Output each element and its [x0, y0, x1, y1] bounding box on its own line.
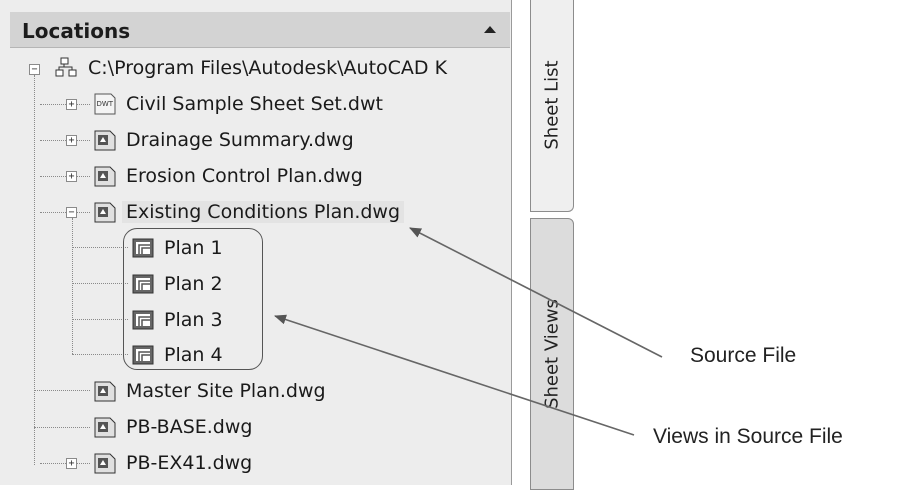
- view-icon: [130, 307, 156, 333]
- view-label: Plan 2: [164, 273, 223, 295]
- tree-connector: [72, 247, 128, 248]
- view-item-plan-2[interactable]: Plan 2: [130, 268, 223, 300]
- tree-item-label: C:\Program Files\Autodesk\AutoCAD K: [88, 57, 448, 79]
- tree-item-label: PB-EX41.dwg: [126, 452, 253, 474]
- expand-toggle[interactable]: +: [66, 99, 77, 110]
- tree-item-civil-sample-sheet-set[interactable]: DWT Civil Sample Sheet Set.dwt: [92, 88, 383, 120]
- tree-connector: [40, 104, 90, 105]
- tree-connector: [72, 319, 128, 320]
- view-icon: [130, 235, 156, 261]
- tab-sheet-views[interactable]: Sheet Views: [530, 218, 574, 490]
- dwg-file-icon: [92, 450, 118, 476]
- tree-item-label: Master Site Plan.dwg: [126, 380, 326, 402]
- expand-toggle[interactable]: +: [66, 458, 77, 469]
- tree-connector: [34, 427, 90, 428]
- tree-connector: [40, 212, 90, 213]
- dwg-file-icon: [92, 163, 118, 189]
- tab-label: Sheet Views: [541, 299, 563, 409]
- tree-connector: [34, 75, 35, 465]
- tree-item-existing-conditions-plan[interactable]: Existing Conditions Plan.dwg: [92, 196, 405, 228]
- tree-item-erosion-control-plan[interactable]: Erosion Control Plan.dwg: [92, 160, 363, 192]
- view-icon: [130, 342, 156, 368]
- sheet-set-manager-palette: Locations − + + + − + C:\Program Files\A…: [0, 0, 512, 485]
- view-item-plan-4[interactable]: Plan 4: [130, 339, 223, 371]
- dwg-file-icon: [92, 378, 118, 404]
- dwt-file-icon: DWT: [92, 91, 118, 117]
- tree-item-label: PB-BASE.dwg: [126, 416, 253, 438]
- view-icon: [130, 271, 156, 297]
- svg-text:DWT: DWT: [97, 100, 114, 108]
- palette-side-tabs: Sheet List Sheet Views: [530, 0, 574, 490]
- tree-item-drainage-summary[interactable]: Drainage Summary.dwg: [92, 124, 354, 156]
- tree-connector: [40, 176, 90, 177]
- dwg-file-icon: [92, 127, 118, 153]
- views-highlight-outline: [123, 228, 263, 370]
- view-label: Plan 4: [164, 344, 223, 366]
- tree-connector: [40, 463, 90, 464]
- tree-root-folder[interactable]: C:\Program Files\Autodesk\AutoCAD K: [54, 52, 447, 84]
- callout-source-file: Source File: [690, 344, 797, 367]
- tree-item-pb-base[interactable]: PB-BASE.dwg: [92, 411, 252, 443]
- tree-connector: [72, 218, 73, 354]
- tree-item-label: Drainage Summary.dwg: [126, 129, 354, 151]
- tree-connector: [40, 140, 90, 141]
- expand-toggle[interactable]: +: [66, 171, 77, 182]
- view-item-plan-3[interactable]: Plan 3: [130, 304, 223, 336]
- callout-views-in-source-file: Views in Source File: [653, 425, 843, 448]
- tree-item-label: Civil Sample Sheet Set.dwt: [126, 93, 383, 115]
- expand-toggle[interactable]: +: [66, 135, 77, 146]
- view-label: Plan 1: [164, 237, 223, 259]
- tree-connector: [72, 354, 128, 355]
- tree-connector: [72, 283, 128, 284]
- tree-item-label: Erosion Control Plan.dwg: [126, 165, 363, 187]
- tab-label: Sheet List: [541, 59, 563, 150]
- locations-header[interactable]: Locations: [10, 12, 510, 48]
- locations-title: Locations: [22, 19, 131, 43]
- dwg-file-icon: [92, 199, 118, 225]
- tree-item-master-site-plan[interactable]: Master Site Plan.dwg: [92, 375, 326, 407]
- tree-item-pb-ex41[interactable]: PB-EX41.dwg: [92, 447, 252, 479]
- collapse-toggle[interactable]: −: [66, 207, 77, 218]
- tab-sheet-list[interactable]: Sheet List: [530, 0, 574, 212]
- dwg-file-icon: [92, 414, 118, 440]
- view-item-plan-1[interactable]: Plan 1: [130, 232, 223, 264]
- locations-tree: − + + + − + C:\Program Files\Autodesk\Au…: [0, 50, 510, 485]
- view-label: Plan 3: [164, 309, 223, 331]
- collapse-toggle[interactable]: −: [29, 64, 40, 75]
- tree-connector: [34, 390, 90, 391]
- folder-network-icon: [54, 55, 80, 81]
- triangle-up-icon[interactable]: [484, 26, 496, 33]
- tree-item-label: Existing Conditions Plan.dwg: [122, 201, 405, 223]
